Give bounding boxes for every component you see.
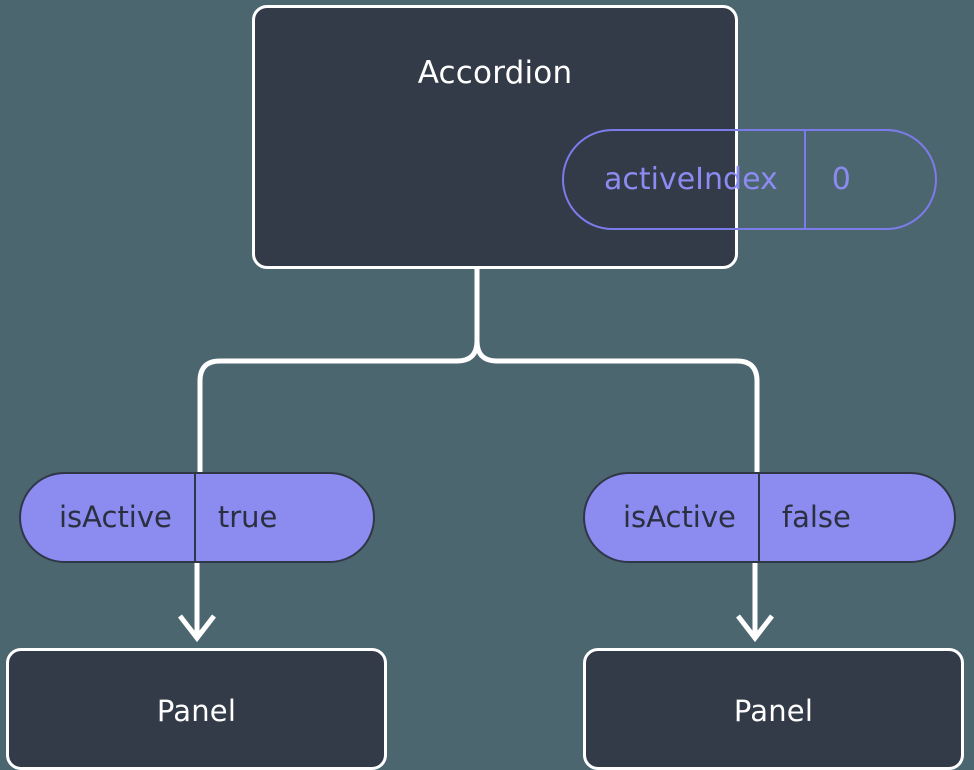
prop-pill-is-active-true[interactable]: isActive true [19, 472, 375, 563]
arrow-right-head [736, 614, 774, 643]
component-name-panel-left: Panel [156, 694, 237, 728]
prop-pill-key: isActive [623, 500, 736, 534]
prop-pill-key: isActive [59, 500, 172, 534]
branch-right-connector [474, 269, 760, 472]
arrow-left-head [178, 614, 216, 643]
prop-pill-value: true [193, 474, 316, 561]
component-node-accordion[interactable]: Accordion activeIndex 0 [252, 5, 937, 269]
state-pill-value: 0 [803, 131, 891, 228]
component-node-panel-left[interactable]: Panel [6, 648, 387, 770]
state-pill-key: activeIndex [604, 161, 778, 197]
prop-pill-value: false [757, 474, 889, 561]
component-name-panel-right: Panel [733, 694, 814, 728]
component-name-accordion: Accordion [417, 55, 573, 91]
state-pill-active-index[interactable]: activeIndex 0 [562, 129, 937, 230]
component-node-panel-right[interactable]: Panel [583, 648, 964, 770]
prop-pill-is-active-false[interactable]: isActive false [583, 472, 956, 563]
branch-left-connector [197, 269, 480, 472]
